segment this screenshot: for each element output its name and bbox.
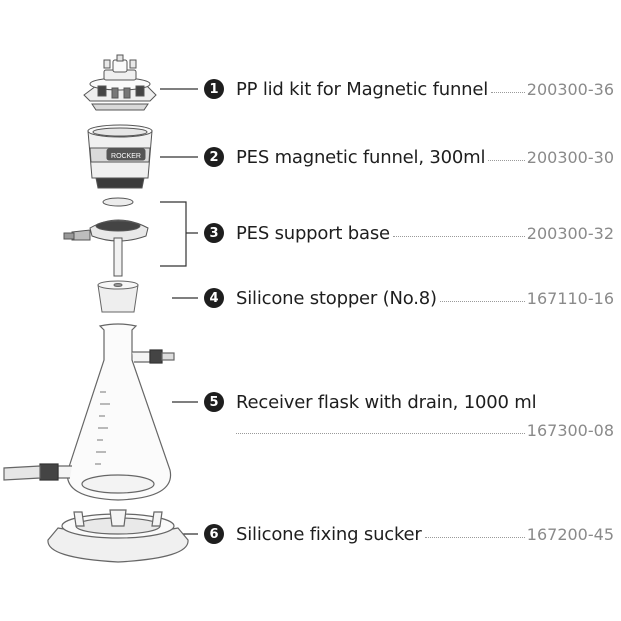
part-name: Silicone fixing sucker [236, 523, 422, 545]
funnel-band-text: ROCKER [111, 153, 141, 160]
part-code: 200300-30 [526, 147, 614, 167]
part-row-1: 1 PP lid kit for Magnetic funnel 200300-… [204, 77, 614, 101]
part-number-badge: 3 [204, 223, 224, 243]
receiver-flask-drawing [3, 323, 175, 501]
part-name: PP lid kit for Magnetic funnel [236, 78, 489, 100]
part-code: 200300-36 [526, 79, 614, 99]
part-number-badge: 4 [204, 288, 224, 308]
part-code: 167110-16 [526, 288, 614, 308]
part-name: Silicone stopper (No.8) [236, 287, 437, 309]
part-number-badge: 2 [204, 147, 224, 167]
dotted-leader [439, 300, 525, 302]
dotted-leader [491, 91, 525, 93]
part-row-4: 4 Silicone stopper (No.8) 167110-16 [204, 286, 614, 310]
dotted-leader [392, 235, 525, 237]
lid-kit-drawing [83, 54, 157, 111]
part-number-badge: 1 [204, 79, 224, 99]
fixing-sucker-drawing [47, 509, 189, 563]
part-number-badge: 5 [204, 392, 224, 412]
magnetic-funnel-drawing: ROCKER [87, 124, 153, 189]
part-code: 200300-32 [526, 223, 614, 243]
dotted-leader [424, 536, 525, 538]
part-row-3: 3 PES support base 200300-32 [204, 221, 614, 245]
part-row-5: 5 Receiver flask with drain, 1000 ml [204, 390, 614, 414]
silicone-stopper-drawing [97, 280, 139, 313]
part-name: PES support base [236, 222, 390, 244]
part-number-badge: 6 [204, 524, 224, 544]
part-row-2: 2 PES magnetic funnel, 300ml 200300-30 [204, 145, 614, 169]
part-code: 167300-08 [526, 420, 614, 440]
part-row-6: 6 Silicone fixing sucker 167200-45 [204, 522, 614, 546]
part-row-5-code-line: 167300-08 [236, 418, 614, 442]
leader-bracket-3 [160, 201, 198, 267]
dotted-leader [488, 159, 525, 161]
part-name: Receiver flask with drain, 1000 ml [236, 391, 537, 413]
support-base-drawing [63, 197, 149, 277]
part-name: PES magnetic funnel, 300ml [236, 146, 486, 168]
dotted-leader [236, 432, 525, 434]
part-code: 167200-45 [526, 524, 614, 544]
